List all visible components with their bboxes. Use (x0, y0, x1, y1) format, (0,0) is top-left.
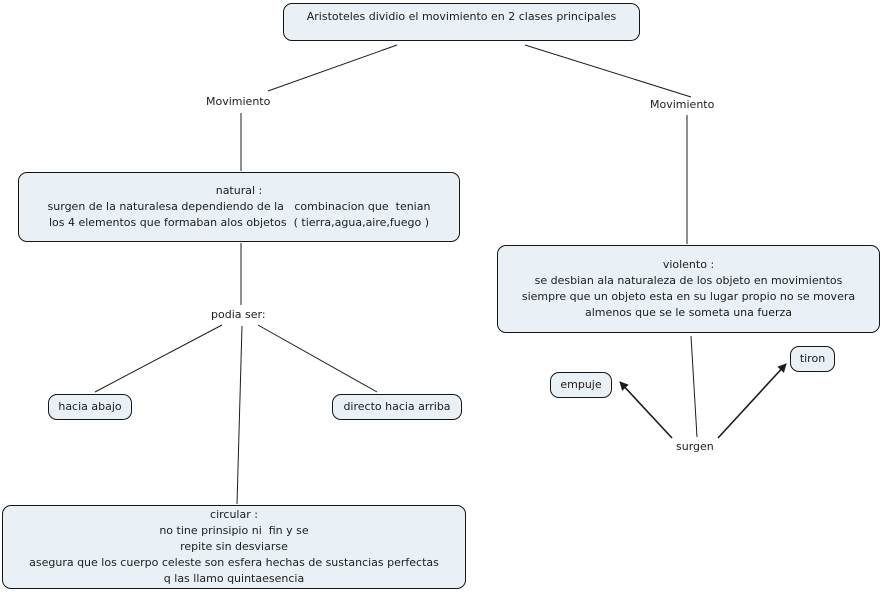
concept-node-circular[interactable]: circular : no tine prinsipio ni fin y se… (2, 505, 466, 589)
concept-node-tiron-text: tiron (799, 352, 826, 365)
concept-node-title[interactable]: Aristoteles dividio el movimiento en 2 c… (283, 3, 640, 41)
concept-node-natural[interactable]: natural : surgen de la naturalesa depend… (18, 172, 460, 242)
concept-node-natural-text: natural : surgen de la naturalesa depend… (47, 184, 431, 229)
edge-violento-to-surgen (690, 335, 698, 438)
edge-podia-ser-to-directo (257, 324, 378, 393)
link-label-surgen[interactable]: surgen (676, 440, 714, 453)
concept-node-hacia-abajo-text: hacia abajo (58, 400, 122, 413)
link-label-podia-ser[interactable]: podia ser: (211, 308, 266, 321)
arrow-surgen-to-tiron (717, 363, 787, 439)
concept-node-title-text: Aristoteles dividio el movimiento en 2 c… (306, 10, 617, 23)
concept-node-tiron[interactable]: tiron (790, 346, 835, 372)
edge-podia-ser-to-circular (236, 325, 243, 505)
edge-podia-ser-to-hacia-abajo (94, 324, 223, 393)
arrow-surgen-to-empuje (619, 381, 673, 439)
concept-node-empuje-text: empuje (560, 378, 602, 391)
concept-node-circular-text: circular : no tine prinsipio ni fin y se… (29, 508, 439, 585)
link-label-movimiento-left[interactable]: Movimiento (206, 95, 271, 108)
concept-node-directo-hacia-arriba-text: directo hacia arriba (343, 400, 451, 413)
concept-node-violento[interactable]: violento : se desbian ala naturaleza de … (497, 245, 880, 333)
edge-title-to-movimiento-left (267, 44, 398, 92)
concept-node-hacia-abajo[interactable]: hacia abajo (48, 394, 132, 420)
concept-node-empuje[interactable]: empuje (550, 372, 612, 398)
concept-node-directo-hacia-arriba[interactable]: directo hacia arriba (332, 394, 462, 420)
concept-node-violento-text: violento : se desbian ala naturaleza de … (521, 258, 856, 319)
link-label-movimiento-right[interactable]: Movimiento (650, 98, 715, 111)
edge-title-to-movimiento-right (524, 44, 692, 98)
